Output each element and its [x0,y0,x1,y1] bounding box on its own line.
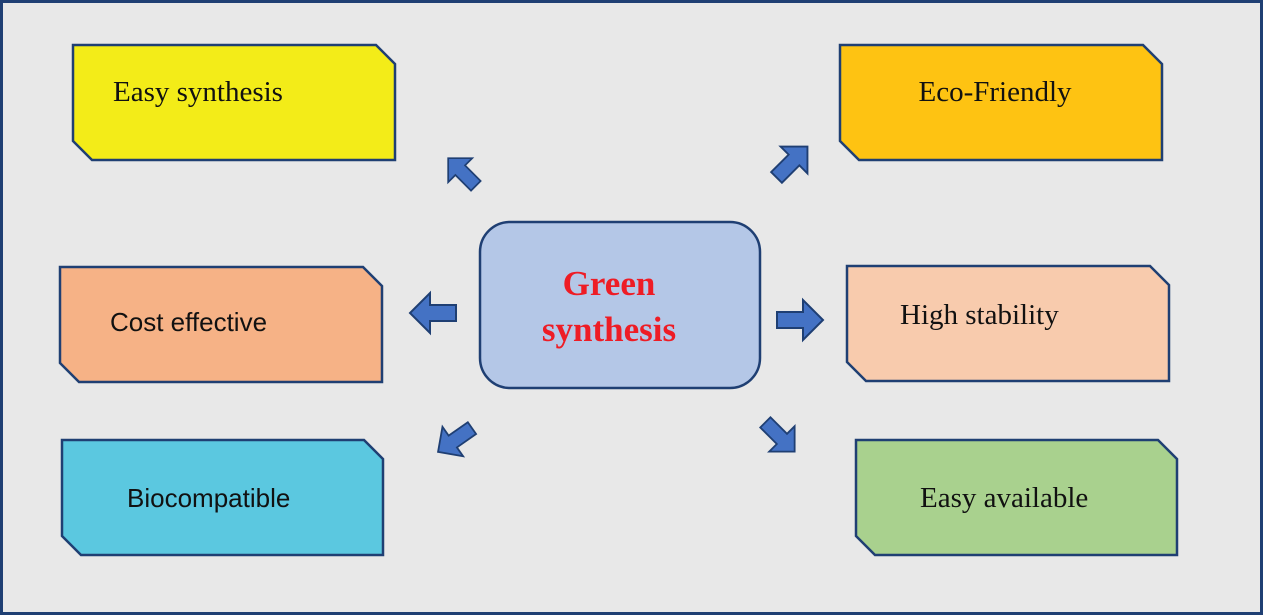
box-biocompatible: Biocompatible [60,438,385,557]
center-title-line1: Green [563,264,656,303]
box-label: Biocompatible [127,483,290,513]
box-easy-synthesis: Easy synthesis [71,43,397,162]
box-cost-effective: Cost effective [58,265,384,384]
center-node: Green synthesis [478,220,762,390]
box-eco-friendly: Eco-Friendly [838,43,1164,162]
box-high-stability: High stability [845,264,1171,383]
box-label: High stability [900,299,1059,331]
box-label: Easy synthesis [113,76,283,108]
center-title-line2: synthesis [542,310,676,349]
box-label: Eco-Friendly [918,76,1072,108]
box-label: Cost effective [110,307,267,337]
box-easy-available: Easy available [854,438,1179,557]
box-label: Easy available [920,482,1088,514]
